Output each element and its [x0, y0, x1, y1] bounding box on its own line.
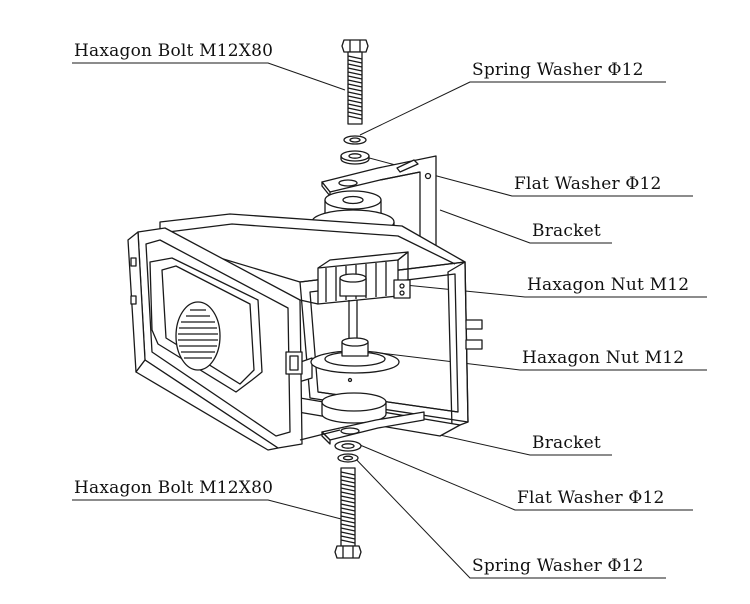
- leader-nut-upper: [404, 284, 707, 298]
- pivot-collar-bottom: [321, 392, 387, 424]
- internal-rod: [348, 300, 358, 340]
- hex-nut-lower: [310, 337, 400, 374]
- label-hex-bolt-bottom: Haxagon Bolt M12X80: [74, 478, 274, 498]
- flat-washer-top: [340, 150, 370, 165]
- leader-bolt-top: [72, 62, 346, 91]
- leader-lines: [72, 62, 707, 579]
- label-bracket-bottom: Bracket: [532, 433, 601, 453]
- leader-bolt-bottom: [72, 499, 346, 521]
- label-flat-washer-bottom: Flat Washer Φ12: [517, 488, 665, 508]
- leader-spring-washer-top: [359, 81, 666, 136]
- hex-bolt-top: [341, 39, 369, 125]
- label-spring-washer-top: Spring Washer Φ12: [472, 60, 644, 80]
- hex-nut-upper: [339, 273, 367, 297]
- leader-flat-washer-bottom: [359, 444, 693, 511]
- flat-washer-bottom: [334, 440, 362, 452]
- spring-washer-top: [343, 135, 367, 145]
- cover-hinge-arms: [299, 299, 341, 441]
- label-hex-nut-lower: Haxagon Nut M12: [522, 348, 685, 368]
- label-hex-nut-upper: Haxagon Nut M12: [527, 275, 690, 295]
- bracket-top: [321, 155, 437, 259]
- leader-bracket-top: [439, 209, 612, 244]
- leader-spring-washer-bottom: [351, 454, 666, 579]
- leader-nut-lower: [354, 349, 707, 371]
- speaker-cover: [127, 227, 303, 451]
- hex-bolt-bottom: [334, 467, 362, 559]
- label-hex-bolt-top: Haxagon Bolt M12X80: [74, 41, 274, 61]
- label-flat-washer-top: Flat Washer Φ12: [514, 174, 662, 194]
- spring-washer-bottom: [337, 453, 359, 463]
- bracket-bottom: [321, 411, 425, 445]
- label-bracket-top: Bracket: [532, 221, 601, 241]
- label-spring-washer-bottom: Spring Washer Φ12: [472, 556, 644, 576]
